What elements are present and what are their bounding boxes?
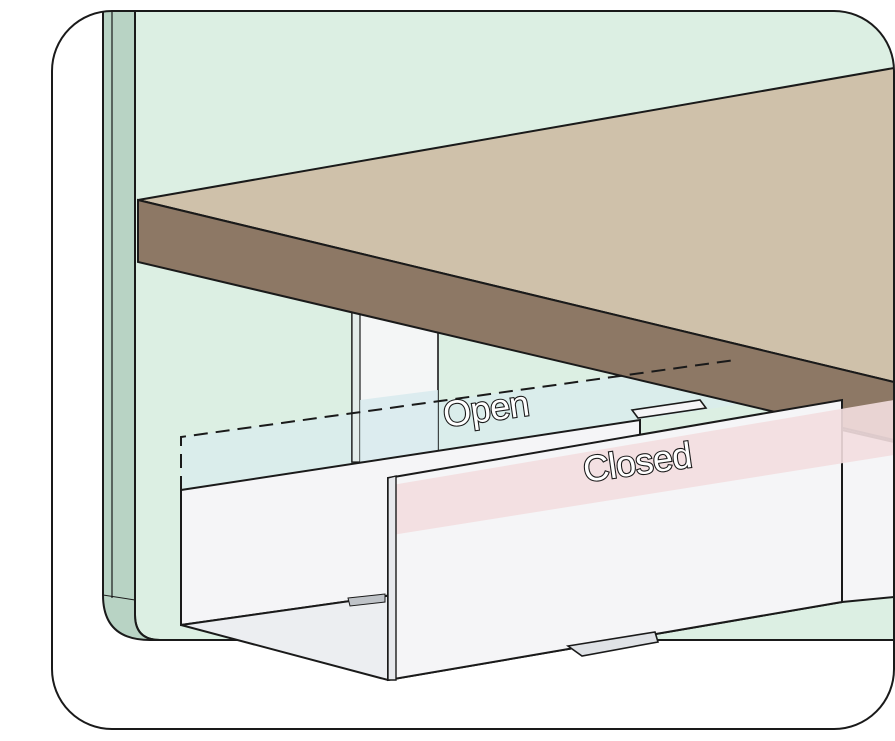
- diagram-frame: [51, 10, 895, 730]
- closed-zone-highlight: [392, 400, 894, 535]
- support-leg-shadow: [360, 390, 438, 462]
- diagram-content: Open Closed: [52, 11, 894, 729]
- wall-edge-corner: [102, 594, 136, 601]
- drawer-slot: [347, 593, 386, 607]
- back-wall-edge: [102, 11, 161, 641]
- drawer-handle-top: [630, 399, 708, 419]
- open-position-outline: [180, 359, 736, 490]
- desk-front-edge: [137, 198, 894, 442]
- drawer-front-lip: [387, 475, 397, 681]
- support-leg-edge: [351, 299, 361, 463]
- open-zone-highlight: [181, 360, 735, 490]
- drawer-handle-bottom: [565, 631, 660, 657]
